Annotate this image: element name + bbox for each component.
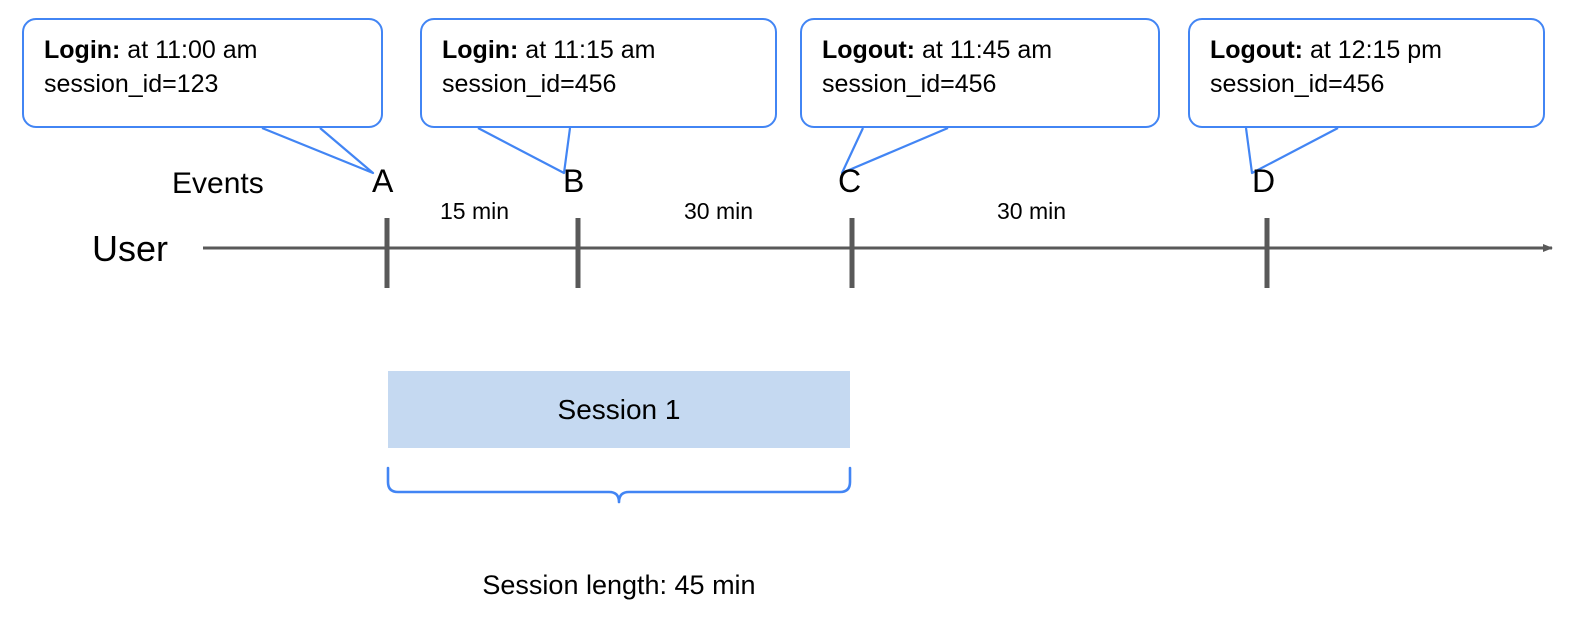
- callout-session-id: session_id=456: [442, 69, 617, 98]
- event-label-c: C: [838, 163, 862, 199]
- session-bar-label: Session 1: [557, 393, 681, 425]
- callout-event-time: at 12:15 pm: [1303, 36, 1442, 64]
- callout-event-time: at 11:45 am: [915, 36, 1053, 64]
- callout-event-type: Logout:: [822, 36, 916, 64]
- callout-bubble-4: Logout: at 12:15 pm session_id=456: [1188, 18, 1545, 128]
- callout-tail-1: [261, 126, 375, 175]
- callout-event-type: Login:: [44, 36, 121, 64]
- callout-session-id: session_id=123: [44, 69, 219, 98]
- callout-bubble-3: Logout: at 11:45 am session_id=456: [800, 18, 1160, 128]
- session-length-label: Session length: 45 min: [482, 570, 756, 600]
- callout-tail-2: [477, 127, 572, 175]
- row-label-events: Events: [172, 167, 264, 200]
- row-label-user: User: [92, 228, 169, 269]
- callout-event-type: Login:: [442, 36, 519, 64]
- interval-label-c-d: 30 min: [997, 198, 1067, 224]
- interval-label-b-c: 30 min: [684, 198, 754, 224]
- event-label-d: D: [1252, 163, 1276, 199]
- callout-line-1: Logout: at 12:15 pm: [1210, 34, 1527, 68]
- session-bar: Session 1: [388, 371, 850, 448]
- event-label-b: B: [563, 163, 585, 199]
- event-label-a: A: [372, 163, 394, 199]
- callout-session-id: session_id=456: [1210, 69, 1385, 98]
- callout-event-time: at 11:00 am: [120, 36, 258, 64]
- callout-line-1: Login: at 11:00 am: [44, 34, 365, 68]
- callout-session-id: session_id=456: [822, 69, 997, 98]
- interval-label-a-b: 15 min: [440, 198, 510, 224]
- callout-bubble-2: Login: at 11:15 am session_id=456: [420, 18, 777, 128]
- callout-bubble-1: Login: at 11:00 am session_id=123: [22, 18, 383, 128]
- callout-line-1: Logout: at 11:45 am: [822, 34, 1142, 68]
- callout-event-type: Logout:: [1210, 36, 1304, 64]
- session-length-brace: [386, 466, 852, 504]
- callout-event-time: at 11:15 am: [518, 36, 656, 64]
- callout-line-1: Login: at 11:15 am: [442, 34, 759, 68]
